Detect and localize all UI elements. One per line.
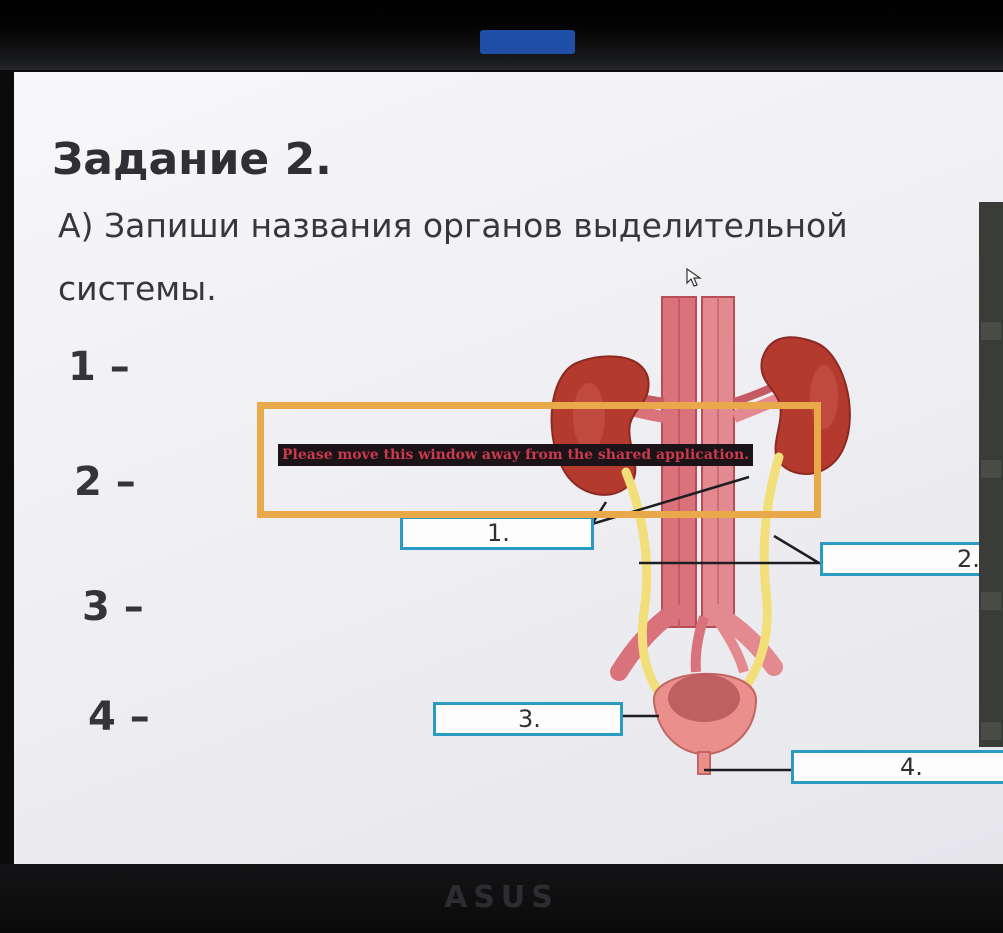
meeting-side-panel[interactable] [979, 202, 1003, 747]
task-instruction: А) Запиши названия органов выделительной… [58, 206, 848, 308]
label-box-1[interactable]: 1. [400, 516, 594, 550]
label-2-text: 2. [957, 545, 980, 573]
participant-tile[interactable] [981, 722, 1001, 740]
monitor-brand-logo: ASUS [444, 880, 559, 915]
participant-tile[interactable] [981, 592, 1001, 610]
answer-line-1: 1 – [68, 344, 130, 390]
participant-tile[interactable] [981, 460, 1001, 478]
screen-share-warning-frame [257, 402, 821, 518]
answer-line-4: 4 – [88, 694, 150, 740]
label-box-2[interactable]: 2. [820, 542, 1003, 576]
participant-tile[interactable] [981, 322, 1001, 340]
monitor-top-bezel [0, 0, 1003, 70]
label-4-text: 4. [900, 753, 923, 781]
answer-line-2: 2 – [74, 459, 136, 505]
label-3-text: 3. [518, 705, 541, 733]
bladder [652, 672, 758, 775]
label-1-text: 1. [487, 519, 510, 547]
label-box-4[interactable]: 4. [791, 750, 1003, 784]
slide-screen: Задание 2. А) Запиши названия органов вы… [14, 72, 1003, 864]
screen-share-warning-text: Please move this window away from the sh… [278, 444, 754, 466]
monitor-bottom-bezel [0, 864, 1003, 933]
mouse-cursor-icon [686, 268, 702, 287]
task-title: Задание 2. [52, 134, 332, 185]
label-box-3[interactable]: 3. [433, 702, 623, 736]
answer-line-3: 3 – [82, 584, 144, 630]
taskbar-app-icon[interactable] [480, 30, 575, 54]
